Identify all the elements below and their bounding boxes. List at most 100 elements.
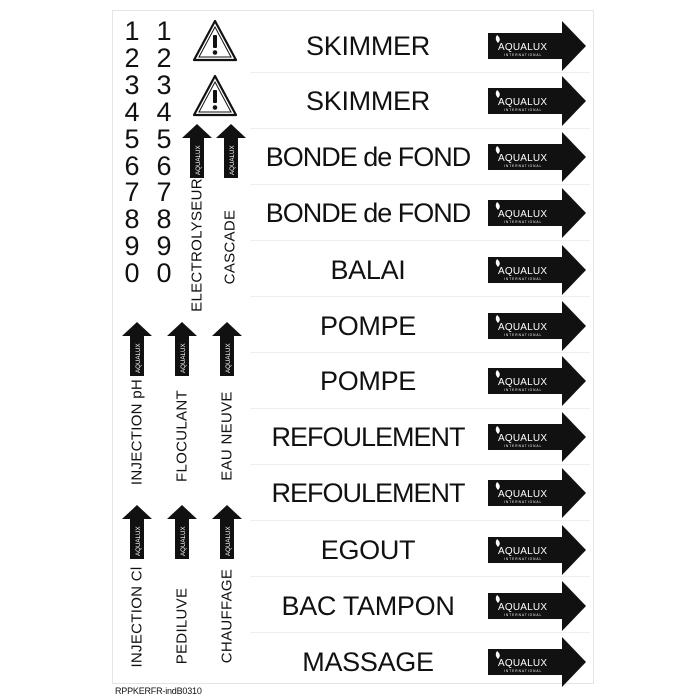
svg-text:AQUALUX: AQUALUX bbox=[498, 546, 547, 557]
vertical-label: ELECTROLYSEUR bbox=[188, 178, 206, 312]
vertical-label: EAU NEUVE bbox=[218, 391, 236, 481]
digit: 1 bbox=[124, 16, 140, 46]
label-text: SKIMMER bbox=[306, 30, 430, 61]
svg-text:INTERNATIONAL: INTERNATIONAL bbox=[504, 108, 542, 112]
vertical-label: CASCADE bbox=[221, 209, 239, 285]
svg-text:AQUALUX: AQUALUX bbox=[180, 343, 187, 373]
svg-text:AQUALUX: AQUALUX bbox=[135, 526, 142, 556]
svg-text:INTERNATIONAL: INTERNATIONAL bbox=[504, 557, 542, 561]
digit: 7 bbox=[156, 177, 172, 208]
warning-icon bbox=[192, 74, 238, 117]
label-text: EGOUT bbox=[320, 534, 416, 565]
label-text: BAC TAMPON bbox=[281, 590, 455, 621]
vertical-label: FLOCULANT bbox=[173, 390, 191, 482]
svg-text:AQUALUX: AQUALUX bbox=[498, 97, 547, 108]
label-sticker: BONDE de FOND bbox=[250, 185, 486, 241]
label-sticker: SKIMMER bbox=[250, 18, 486, 74]
aqualux-arrow-up-icon: AQUALUX bbox=[212, 505, 242, 559]
vertical-label: INJECTION Cl bbox=[128, 566, 146, 668]
aqualux-arrow-up-icon: AQUALUX bbox=[167, 505, 197, 559]
svg-text:AQUALUX: AQUALUX bbox=[498, 377, 547, 388]
aqualux-arrow-up-icon: AQUALUX bbox=[122, 322, 152, 376]
label-sticker: BONDE de FOND bbox=[250, 129, 486, 185]
svg-text:AQUALUX: AQUALUX bbox=[498, 266, 547, 277]
label-sticker: REFOULEMENT bbox=[250, 465, 486, 521]
digit: 2 bbox=[124, 42, 140, 73]
svg-text:INTERNATIONAL: INTERNATIONAL bbox=[504, 277, 542, 281]
svg-text:AQUALUX: AQUALUX bbox=[225, 343, 232, 373]
aqualux-arrow-up-icon: AQUALUX bbox=[212, 322, 242, 376]
sheet-reference: RPPKERFR-indB0310 bbox=[115, 686, 202, 696]
digit: 0 bbox=[124, 258, 140, 289]
svg-text:AQUALUX: AQUALUX bbox=[498, 489, 547, 500]
svg-text:INTERNATIONAL: INTERNATIONAL bbox=[504, 220, 542, 224]
digit: 5 bbox=[156, 123, 172, 154]
digit: 6 bbox=[124, 150, 140, 181]
digit: 9 bbox=[124, 231, 140, 262]
label-text: BONDE de FOND bbox=[265, 197, 472, 228]
vertical-label: INJECTION pH bbox=[128, 378, 146, 486]
digit: 2 bbox=[156, 42, 172, 73]
label-text: REFOULEMENT bbox=[271, 477, 465, 508]
digit-column-1: 1 2 3 4 5 6 7 8 9 0 bbox=[118, 18, 146, 287]
digit: 0 bbox=[156, 258, 172, 289]
label-text: BALAI bbox=[330, 254, 406, 285]
label-sticker: SKIMMER bbox=[250, 73, 486, 129]
svg-text:AQUALUX: AQUALUX bbox=[498, 153, 547, 164]
label-sticker: EGOUT bbox=[250, 522, 486, 578]
svg-text:AQUALUX: AQUALUX bbox=[498, 602, 547, 613]
svg-text:AQUALUX: AQUALUX bbox=[498, 433, 547, 444]
digit-column-2: 1 2 3 4 5 6 7 8 9 0 bbox=[150, 18, 178, 287]
label-text: SKIMMER bbox=[306, 85, 430, 116]
svg-text:INTERNATIONAL: INTERNATIONAL bbox=[504, 500, 542, 504]
digit: 5 bbox=[124, 123, 140, 154]
svg-text:AQUALUX: AQUALUX bbox=[135, 343, 142, 373]
svg-text:AQUALUX: AQUALUX bbox=[498, 322, 547, 333]
label-sticker: BAC TAMPON bbox=[250, 578, 486, 634]
digit: 8 bbox=[124, 204, 140, 235]
aqualux-arrow-up-icon: AQUALUX bbox=[216, 124, 246, 178]
label-text: MASSAGE bbox=[302, 646, 434, 677]
digit: 4 bbox=[156, 96, 172, 127]
svg-text:INTERNATIONAL: INTERNATIONAL bbox=[504, 53, 542, 57]
digit: 1 bbox=[156, 16, 172, 46]
label-text: POMPE bbox=[319, 365, 417, 396]
aqualux-arrow-up-icon: AQUALUX bbox=[167, 322, 197, 376]
aqualux-arrow-up-icon: AQUALUX bbox=[122, 505, 152, 559]
svg-text:AQUALUX: AQUALUX bbox=[195, 145, 202, 175]
label-text: REFOULEMENT bbox=[271, 421, 465, 452]
vertical-label: PEDILUVE bbox=[173, 587, 191, 665]
svg-text:AQUALUX: AQUALUX bbox=[225, 526, 232, 556]
svg-text:AQUALUX: AQUALUX bbox=[498, 42, 547, 53]
svg-text:INTERNATIONAL: INTERNATIONAL bbox=[504, 613, 542, 617]
svg-text:AQUALUX: AQUALUX bbox=[180, 526, 187, 556]
label-text: POMPE bbox=[319, 310, 417, 341]
digit: 8 bbox=[156, 204, 172, 235]
aqualux-arrow-up-icon: AQUALUX bbox=[182, 124, 212, 178]
label-text: BONDE de FOND bbox=[265, 141, 472, 172]
label-sticker: MASSAGE bbox=[250, 634, 486, 690]
label-sticker: POMPE bbox=[250, 353, 486, 409]
digit: 7 bbox=[124, 177, 140, 208]
svg-text:AQUALUX: AQUALUX bbox=[229, 145, 236, 175]
label-sticker: REFOULEMENT bbox=[250, 409, 486, 465]
svg-text:INTERNATIONAL: INTERNATIONAL bbox=[504, 444, 542, 448]
label-sticker: BALAI bbox=[250, 242, 486, 298]
warning-icon bbox=[192, 19, 238, 62]
svg-text:INTERNATIONAL: INTERNATIONAL bbox=[504, 669, 542, 673]
digit: 6 bbox=[156, 150, 172, 181]
digit: 4 bbox=[124, 96, 140, 127]
svg-text:INTERNATIONAL: INTERNATIONAL bbox=[504, 164, 542, 168]
